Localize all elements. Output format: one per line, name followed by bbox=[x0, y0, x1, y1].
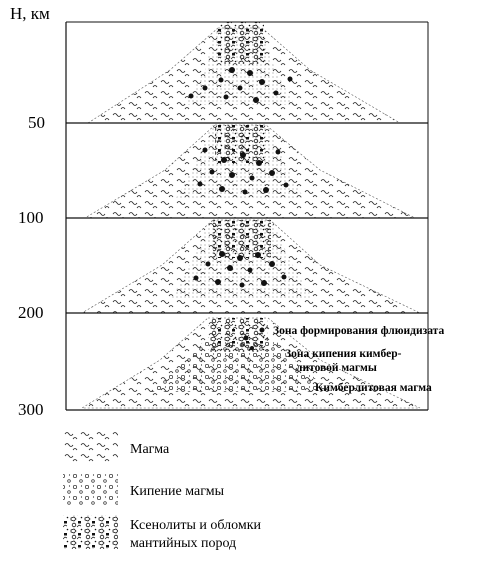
legend-label-magma: Магма bbox=[130, 442, 170, 457]
depth-label-200: 200 bbox=[18, 303, 44, 322]
legend-swatch-boiling bbox=[63, 474, 118, 506]
axis-title: Н, км bbox=[10, 4, 50, 23]
depth-label-50: 50 bbox=[28, 113, 45, 132]
legend-label-xenoliths-1: Ксенолиты и обломки bbox=[130, 518, 262, 533]
xenolith-zone-2 bbox=[215, 125, 265, 163]
annotation-boiling-zone-2: литовой магмы bbox=[296, 362, 377, 374]
annotation-boiling-zone-1: Зона кипения кимбер- bbox=[285, 348, 402, 360]
xenolith-zone-1 bbox=[218, 22, 264, 64]
stage-panel-4 bbox=[80, 317, 421, 409]
legend: Магма Кипение магмы Ксенолиты и обломки … bbox=[63, 432, 262, 551]
legend-swatch-xenoliths bbox=[63, 515, 118, 549]
stage-panel-1 bbox=[86, 22, 402, 124]
stage-panel-2 bbox=[83, 124, 416, 219]
xenolith-zone-4 bbox=[208, 318, 268, 352]
legend-label-boiling: Кипение магмы bbox=[130, 484, 225, 499]
depth-label-100: 100 bbox=[18, 208, 44, 227]
stage-panel-3 bbox=[80, 219, 421, 314]
legend-label-xenoliths-2: мантийных пород bbox=[130, 536, 236, 551]
annotation-fluidizate-zone: Зона формирования флюидизата bbox=[273, 325, 444, 337]
legend-swatch-magma bbox=[63, 432, 118, 464]
annotation-kimberlite-magma: Кимберлитовая магма bbox=[315, 382, 432, 394]
boiling-zone bbox=[150, 340, 330, 392]
depth-label-300: 300 bbox=[18, 400, 44, 419]
